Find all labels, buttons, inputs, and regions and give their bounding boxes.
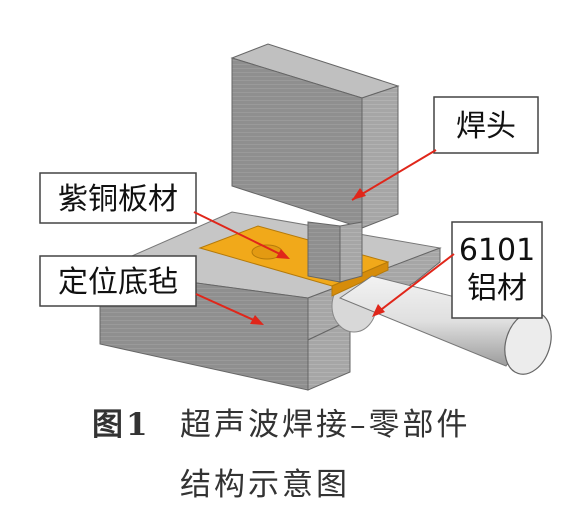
arrow-base xyxy=(195,293,259,323)
label-aluminum: 6101 铝材 xyxy=(451,221,543,319)
label-copper: 紫铜板材 xyxy=(39,172,197,224)
arrow-aluminum xyxy=(377,253,455,313)
arrowhead-horn xyxy=(352,188,366,200)
label-base-text: 定位底毡 xyxy=(58,265,178,300)
caption-line2: 结构示意图 xyxy=(180,467,350,503)
arrowhead-base xyxy=(250,315,264,325)
label-copper-text: 紫铜板材 xyxy=(58,182,178,217)
label-base: 定位底毡 xyxy=(39,255,197,307)
arrow-horn xyxy=(351,149,437,201)
arrowhead-aluminum xyxy=(372,304,385,317)
caption-line1: 超声波焊接–零部件 xyxy=(180,407,471,443)
figure-number: 图1 xyxy=(92,407,151,443)
label-aluminum-line1: 6101 xyxy=(459,233,535,268)
label-horn-text: 焊头 xyxy=(456,109,516,144)
arrow-copper xyxy=(193,211,285,257)
label-horn: 焊头 xyxy=(433,96,539,154)
arrowhead-copper xyxy=(276,249,290,259)
label-aluminum-line2: 铝材 xyxy=(467,271,527,306)
welding-horn xyxy=(230,43,400,283)
